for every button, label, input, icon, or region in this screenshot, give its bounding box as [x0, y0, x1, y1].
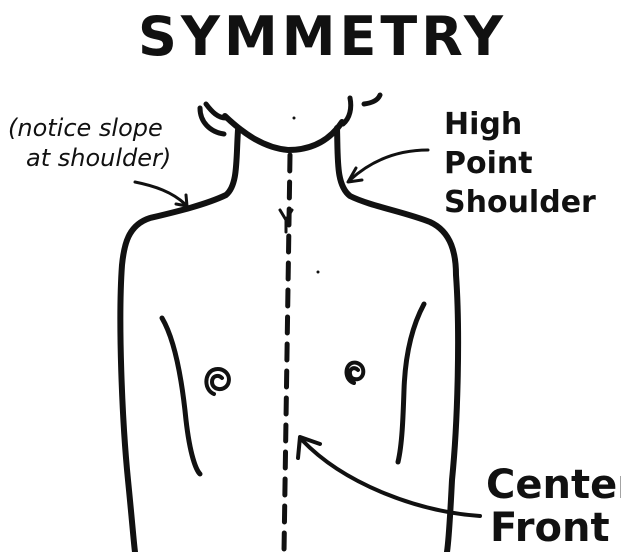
high-point-label-line-3: Shoulder [444, 188, 596, 218]
left-chest-line [162, 318, 200, 474]
high-point-label-line-1: High [444, 110, 522, 140]
high-point-label-line-2: Point [444, 149, 533, 179]
neckline [225, 116, 342, 150]
pen-speck [293, 117, 296, 120]
center-front-label-line-2: Front [490, 508, 610, 548]
high-point-arrow [350, 150, 428, 180]
right-body-outline [337, 128, 458, 552]
diagram-title: SYMMETRY [138, 10, 498, 64]
shoulder-note-line-1: (notice slope [8, 116, 163, 140]
shoulder-slope-arrow [135, 182, 185, 204]
right-chest-line [398, 304, 424, 462]
center-front-label-line-1: Center [486, 465, 621, 505]
left-jaw [200, 104, 226, 134]
right-nipple-icon [347, 363, 364, 383]
left-nipple-icon [206, 369, 229, 394]
shoulder-note-line-2: at shoulder) [26, 146, 171, 170]
pen-speck [317, 271, 320, 274]
left-body-outline [120, 130, 238, 552]
right-jaw [343, 95, 380, 124]
